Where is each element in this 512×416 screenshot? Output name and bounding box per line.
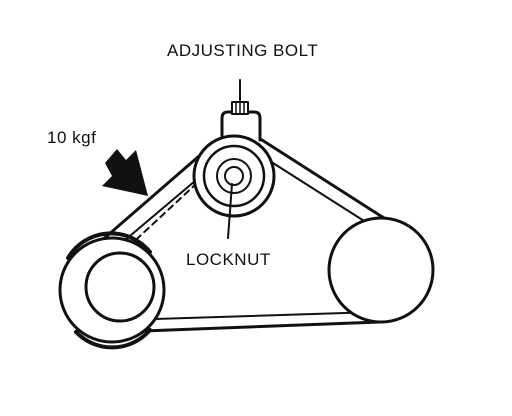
adjusting-bracket <box>220 101 262 142</box>
adjusting-bolt-label: ADJUSTING BOLT <box>167 41 318 60</box>
force-arrow <box>102 149 148 196</box>
driven-pulley <box>327 216 435 324</box>
force-label: 10 kgf <box>47 128 96 147</box>
locknut-label: LOCKNUT <box>186 250 271 269</box>
drive-belt <box>98 138 386 334</box>
tensioner-pulley <box>192 134 276 218</box>
locknut-leader <box>227 183 233 239</box>
crankshaft-pulley <box>58 231 166 350</box>
